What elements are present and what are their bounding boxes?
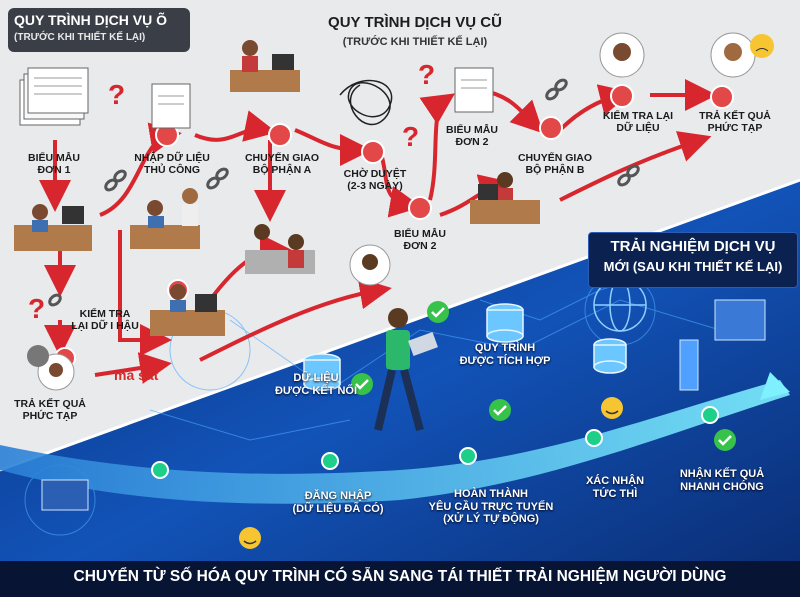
new-journey-path: [0, 372, 790, 504]
question-mark-icon: ????: [28, 59, 435, 324]
old-subtitle: (TRƯỚC KHI THIẾT KẾ LẠI): [14, 32, 146, 43]
step-fast-result: NHẬN KẾT QUẢ NHANH CHÓNG: [679, 468, 765, 493]
center-title: QUY TRÌNH DỊCH VỤ CŨ: [328, 14, 502, 31]
old-title: QUY TRÌNH DỊCH VỤ Õ: [14, 12, 167, 28]
footer-text: CHUYỂN TỪ SỐ HÓA QUY TRÌNH CÓ SẴN SANG T…: [73, 568, 727, 585]
svg-text:?: ?: [418, 59, 435, 90]
step-online-request: HOÀN THÀNH YÊU CẦU TRỰC TUYẾN (XỬ LÝ TỰ …: [428, 488, 554, 526]
new-title-line1: TRẢI NGHIỆM DỊCH VỤ: [610, 238, 776, 255]
server-icon: [41, 299, 766, 511]
broken-chain-icon: [48, 78, 640, 307]
step-transfer-b: CHUYỂN GIAO BỘ PHẬN B: [517, 152, 593, 177]
step-login: ĐĂNG NHẬP (DỮ LIỆU ĐÃ CÓ): [292, 490, 384, 515]
step-complex-result-top: TRẢ KẾT QUẢ PHỨC TẠP: [699, 110, 771, 135]
step-form2-top: BIỂU MẪU ĐƠN 2: [446, 124, 498, 149]
step-form1: BIỂU MẪU ĐƠN 1: [28, 152, 80, 177]
step-check-data: KIỂM TRA LẠI DỮ LIỆU: [602, 110, 674, 135]
tangled-lines-icon: [339, 79, 393, 126]
friction-label: ma sát: [114, 367, 159, 383]
angry-face-icon: [750, 34, 774, 58]
center-subtitle: (TRƯỚC KHI THIẾT KẾ LẠI): [342, 36, 488, 48]
database-icon: [303, 303, 627, 391]
step-form2-mid: BIỂU MẪU ĐƠN 2: [394, 228, 446, 253]
old-title-box: [8, 8, 190, 52]
svg-text:?: ?: [402, 121, 419, 152]
step-check-later: KIỂM TRA LẠI DỮ I HẬU: [71, 308, 139, 333]
smiley-icon: [239, 397, 623, 549]
check-icon: [351, 301, 736, 451]
step-transfer-a: CHUYỂN GIAO BỘ PHẬN A: [244, 152, 320, 177]
new-title-line2: MỚI (SAU KHI THIẾT KẾ LẠI): [603, 259, 783, 274]
laptop-user-icon: [374, 308, 438, 432]
step-instant-confirm: XÁC NHẬN TỨC THÌ: [585, 475, 645, 500]
avatar-icons: [27, 32, 756, 391]
step-connected-data: DỮ LIỆU ĐƯỢC KẾT NỐI: [274, 372, 358, 397]
step-complex-result-left: TRẢ KẾT QUẢ PHỨC TẠP: [14, 398, 86, 423]
step-manual-entry: NHẬP DỮ LIỆU THỦ CÔNG: [134, 152, 210, 177]
svg-text:?: ?: [108, 79, 125, 110]
new-title-box: [588, 232, 798, 288]
step-integrated-process: QUY TRÌNH ĐƯỢC TÍCH HỢP: [459, 342, 551, 367]
document-stack-icon: [19, 67, 89, 126]
old-flow-nodes: [54, 84, 734, 369]
footer-bar: [0, 561, 800, 597]
person-at-desk-icon: [14, 40, 540, 336]
document-icon: [151, 67, 494, 129]
step-pending: CHỜ DUYỆT (2-3 NGÀY): [343, 168, 407, 193]
svg-text:?: ?: [28, 293, 45, 324]
